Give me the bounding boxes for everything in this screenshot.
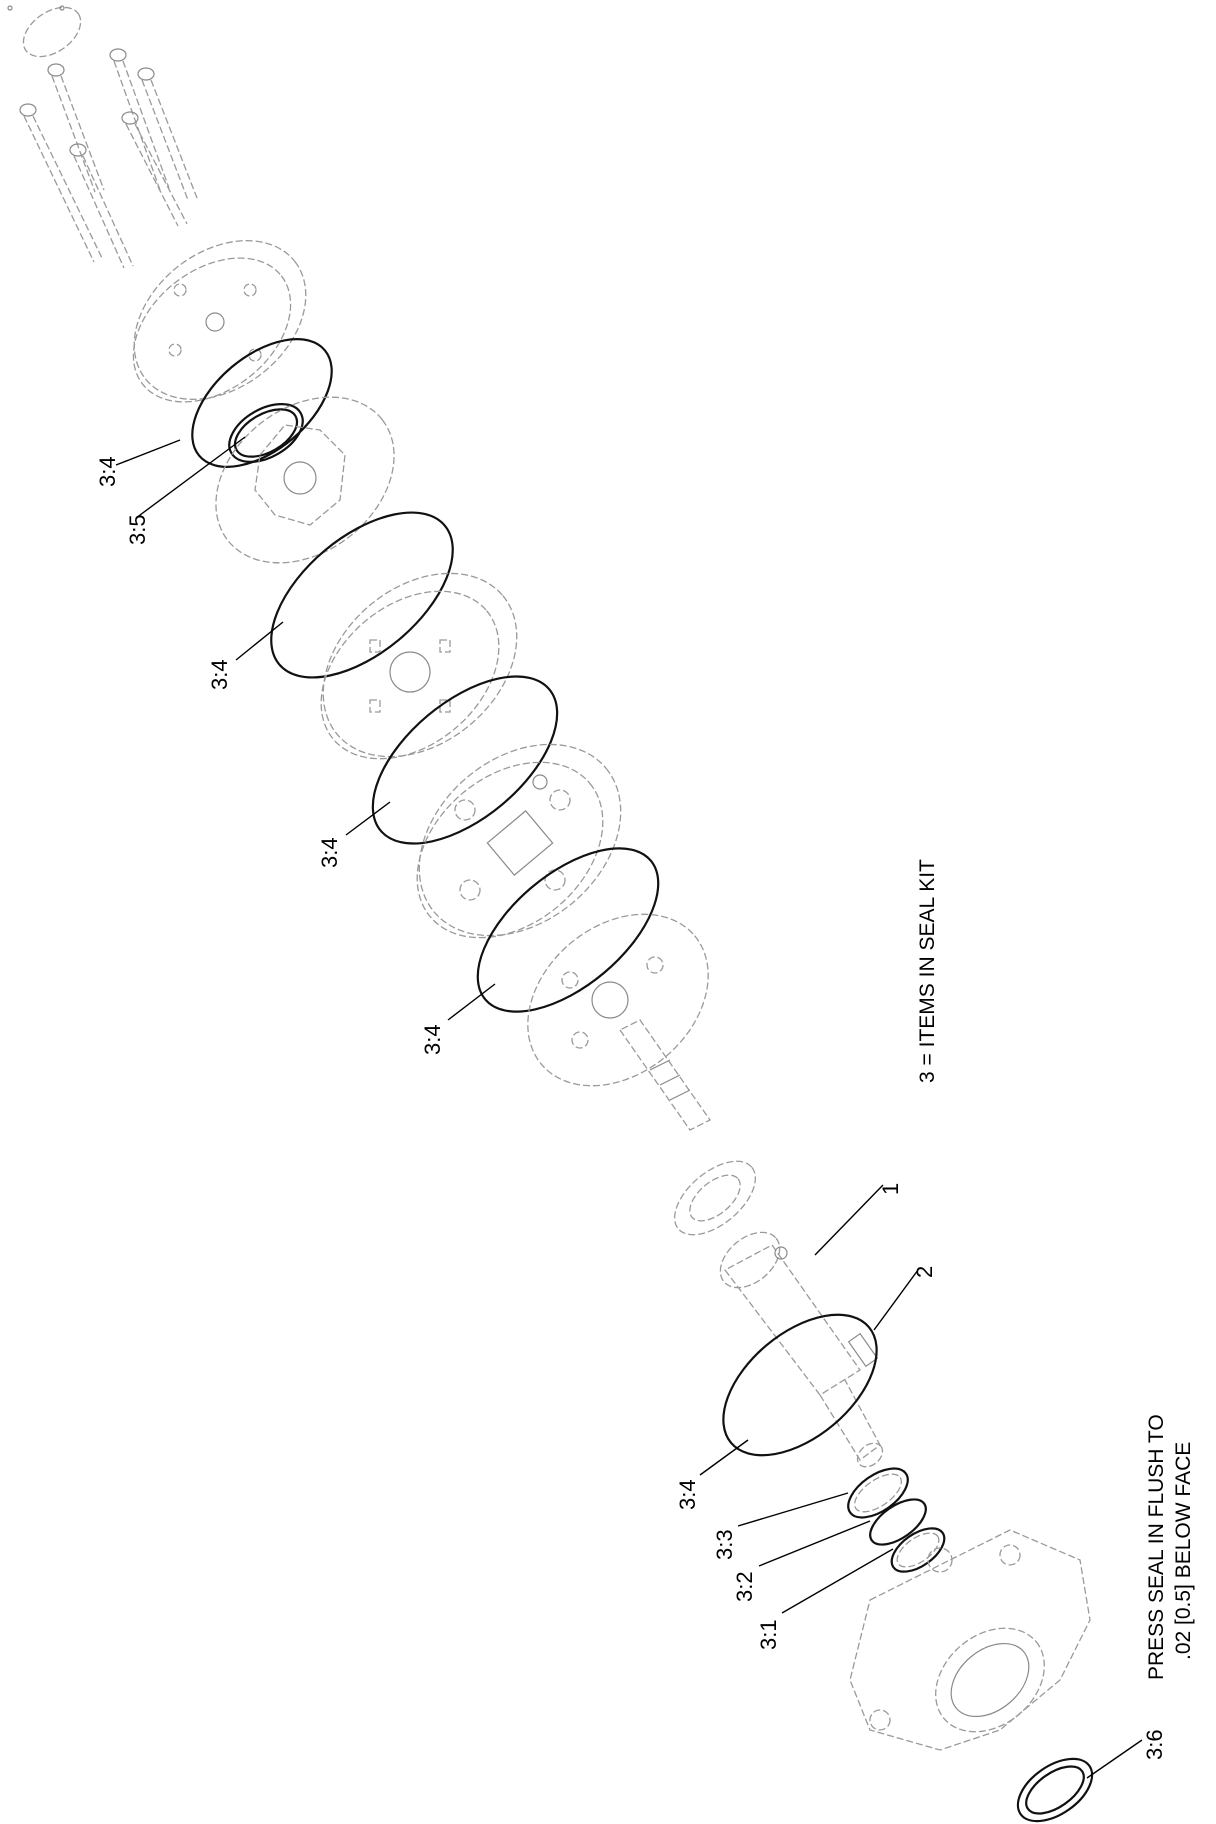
bolt [69,143,134,269]
end-cover [132,240,307,403]
leader-lines [115,436,1143,1779]
valve-plate [320,572,518,760]
manifold-plate [416,743,622,939]
callout-3-4-top: 3:4 [95,456,120,487]
seal-ring-3-4 [476,847,660,1013]
notes: 3 = ITEMS IN SEAL KIT PRESS SEAL IN FLUS… [916,859,1195,1680]
callout-3-6: 3:6 [1142,1729,1167,1760]
output-shaft [719,1231,884,1468]
seal-3-1 [890,1527,946,1573]
press-seal-note-line-1: PRESS SEAL IN FLUSH TO [1145,1414,1168,1680]
end-cap-plate [7,5,82,58]
bolt [121,111,188,227]
bolt [137,67,198,201]
bolt-set [19,48,198,269]
bolt [47,63,105,193]
callout-1: 1 [878,1183,903,1195]
bolt [19,103,104,263]
gerotor-plate [215,396,395,564]
seal-ring-3-5 [228,403,304,463]
seal-3-3 [847,1467,909,1519]
callout-3-2: 3:2 [732,1571,757,1602]
seal-kit-note: 3 = ITEMS IN SEAL KIT [916,859,939,1083]
callout-labels: 3:4 3:5 3:4 3:4 3:4 1 2 3:4 3:3 3:2 3:1 … [95,456,1167,1760]
callout-2: 2 [912,1266,937,1278]
bolt [109,48,170,191]
callout-3-4-fourth: 3:4 [420,1024,445,1055]
seal-ring-3-4-top [191,338,333,468]
wear-plate [527,913,709,1087]
shaft-key [847,1332,879,1368]
shaft-seal-3-6 [1016,1757,1094,1823]
seal-ring-3-4 [270,511,454,679]
callout-3-1: 3:1 [756,1619,781,1650]
thrust-bearing [673,1160,757,1236]
seal-ring-3-4-bottom [722,1313,878,1457]
callout-3-4-bottom: 3:4 [675,1479,700,1510]
callout-3-3: 3:3 [712,1529,737,1560]
callout-3-4-second: 3:4 [207,659,232,690]
seal-3-2 [869,1498,927,1546]
drive-shaft [619,1019,711,1131]
callout-3-5: 3:5 [125,514,150,545]
seal-ring-3-4 [371,675,559,845]
callout-3-4-third: 3:4 [317,837,342,868]
press-seal-note-line-2: .02 [0.5] BELOW FACE [1172,1442,1195,1660]
housing [849,1529,1091,1751]
